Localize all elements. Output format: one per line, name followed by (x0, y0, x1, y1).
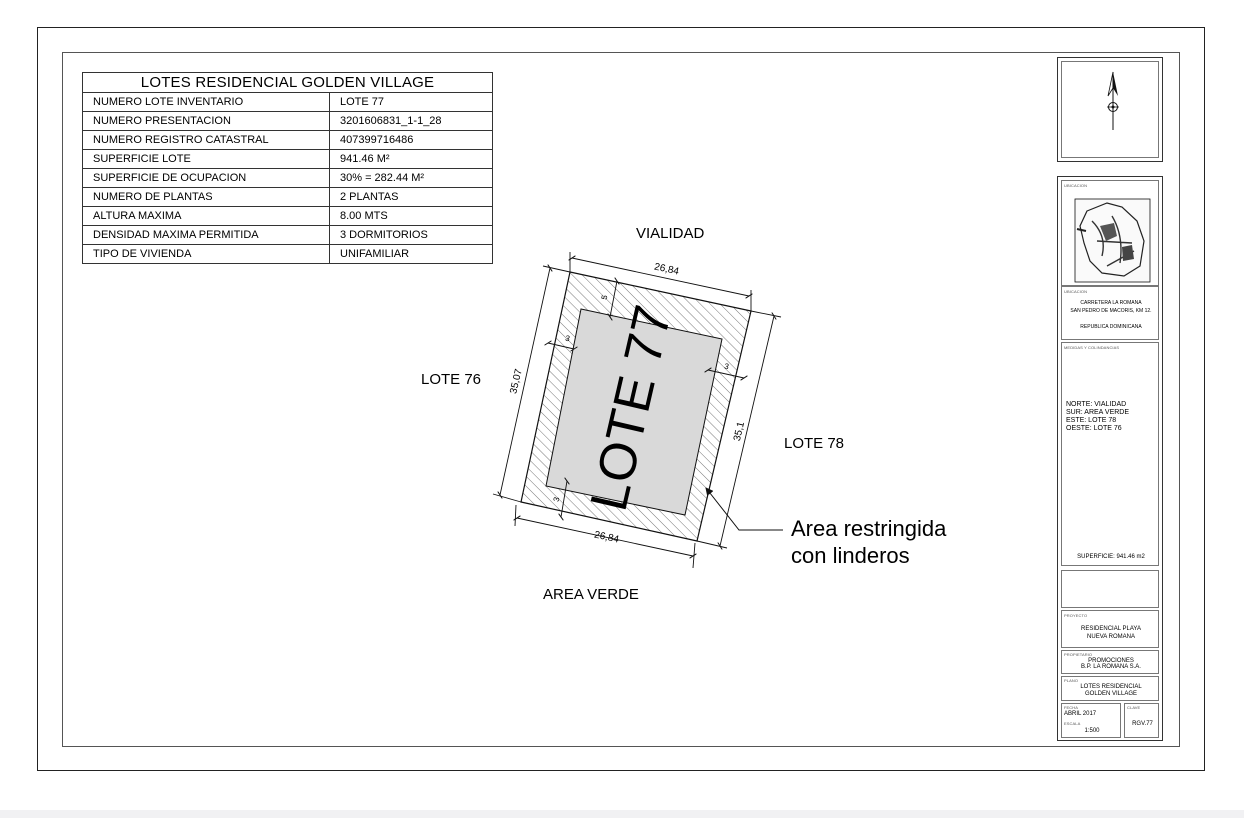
project-section: PROYECTO RESIDENCIAL PLAYA NUEVA ROMANA (1061, 610, 1159, 648)
north-boundary-label: VIALIDAD (636, 225, 705, 242)
setback-right-label: 3 (723, 362, 730, 372)
ubicacion-label: UBICACION (1064, 289, 1088, 294)
propietario-label: PROPIETARIO (1064, 652, 1093, 657)
north-arrow-icon (1107, 71, 1119, 130)
sheet-inner-frame (62, 52, 1180, 747)
project-line2: NUEVA ROMANA (1087, 634, 1135, 640)
buildable-area (545, 308, 723, 516)
owner-section: PROPIETARIO PROMOCIONES B.P. LA ROMANA S… (1061, 650, 1159, 674)
south-boundary-label: AREA VERDE (543, 586, 639, 603)
restricted-area-line1: Area restringida (791, 516, 947, 541)
dim-top-label: 26,84 (653, 262, 680, 278)
north-arrow-inner (1061, 61, 1159, 158)
restricted-area-line2: con linderos (791, 543, 910, 568)
key-section: CLAVE RGV.77 (1124, 703, 1159, 738)
key-value: RGV.77 (1132, 721, 1153, 727)
proyecto-label: PROYECTO (1064, 613, 1088, 618)
plan-line1: LOTES RESIDENCIAL (1080, 684, 1142, 690)
east-boundary-label: LOTE 78 (784, 435, 845, 452)
location-section: UBICACION CARRETERA LA ROMANA SAN PEDRO … (1061, 286, 1159, 340)
location-map-section: UBICACION (1061, 180, 1159, 286)
surface-total: SUPERFICIE: 941.46 m2 (1077, 554, 1145, 560)
north-arrow-box (1057, 57, 1163, 162)
dim-bottom-label: 26,84 (593, 530, 620, 546)
restricted-area-label: Area restringida con linderos (791, 515, 946, 569)
scale-value: 1:500 (1084, 728, 1100, 734)
dim-right-label: 35,1 (732, 420, 747, 442)
ubicacion-small-label: UBICACION (1064, 183, 1088, 188)
plan-section: PLANO LOTES RESIDENCIAL GOLDEN VILLAGE (1061, 676, 1159, 701)
owner-line2: B.P. LA ROMANA S.A. (1081, 664, 1141, 670)
title-block: UBICACION UBICACION CARRETERA LA ROMANA … (1057, 176, 1163, 741)
setback-front-label: 5 (600, 294, 610, 301)
boundary-north: NORTE: VIALIDAD (1066, 401, 1127, 408)
project-line1: RESIDENCIAL PLAYA (1081, 626, 1141, 632)
plano-label: PLANO (1064, 678, 1079, 683)
table-row-value: 407399716486 (329, 130, 493, 150)
location-country: REPUBLICA DOMINICANA (1080, 324, 1142, 330)
escala-label: ESCALA (1064, 721, 1081, 726)
table-row-value: 3 DORMITORIOS (329, 225, 493, 245)
fecha-label: FECHA (1064, 705, 1079, 710)
table-row-label: TIPO DE VIVIENDA (82, 244, 330, 264)
west-boundary-label: LOTE 76 (421, 371, 482, 388)
boundary-south: SUR: AREA VERDE (1066, 409, 1130, 416)
location-line1: CARRETERA LA ROMANA (1080, 300, 1142, 306)
blank-section (1061, 570, 1159, 608)
location-map-icon (1074, 198, 1151, 283)
lot-info-table: LOTES RESIDENCIAL GOLDEN VILLAGE NUMERO … (82, 72, 493, 264)
table-row-label: NUMERO REGISTRO CATASTRAL (82, 130, 330, 150)
boundaries-section: MEDIDAS Y COLINDANCIAS NORTE: VIALIDAD S… (1061, 342, 1159, 566)
bottom-scroll-bar (0, 810, 1244, 818)
dim-left-label: 35,07 (508, 368, 524, 395)
table-row-value: UNIFAMILIAR (329, 244, 493, 264)
setback-rear-label: 3 (552, 496, 562, 503)
setback-left-label: 3 (564, 334, 571, 344)
date-value: ABRIL 2017 (1064, 711, 1097, 717)
date-scale-section: FECHA ABRIL 2017 ESCALA 1:500 (1061, 703, 1121, 738)
table-row-value: 3201606831_1-1_28 (329, 111, 493, 131)
clave-label: CLAVE (1127, 705, 1141, 710)
sheet-outer-frame (37, 27, 1205, 771)
owner-line1: PROMOCIONES (1088, 658, 1134, 664)
location-line2: SAN PEDRO DE MACORIS, KM 12. (1070, 308, 1152, 314)
restricted-area-leader (705, 487, 783, 531)
dimension-lines (492, 252, 782, 569)
medidas-label: MEDIDAS Y COLINDANCIAS (1064, 345, 1120, 350)
boundary-east: ESTE: LOTE 78 (1066, 417, 1117, 424)
plan-line2: GOLDEN VILLAGE (1084, 691, 1138, 697)
boundary-west: OESTE: LOTE 76 (1066, 425, 1122, 432)
table-row-label: NUMERO DE PLANTAS (82, 187, 330, 207)
table-title: LOTES RESIDENCIAL GOLDEN VILLAGE (82, 72, 493, 93)
